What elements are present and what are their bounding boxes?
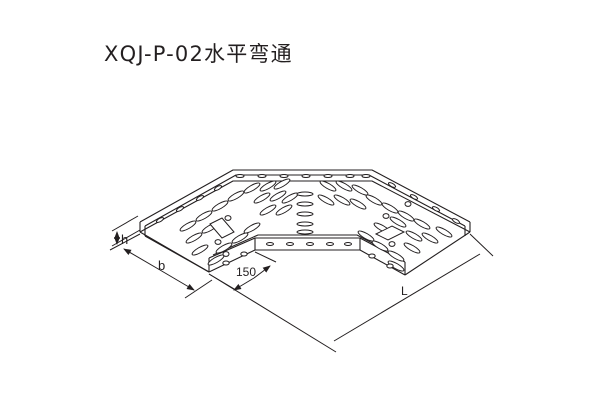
outer-wall-inner-edge [144, 174, 466, 227]
label-150: 150 [236, 265, 256, 279]
inner-wall-bottom-edge [208, 249, 406, 276]
perforation-slots [155, 174, 461, 272]
tray-bottom-outer [139, 180, 471, 233]
dimension-L [208, 233, 494, 353]
dimension-h [111, 215, 141, 247]
drawing-title: XQJ-P-02水平弯通 [104, 42, 293, 66]
label-b: b [158, 258, 165, 273]
dimension-b [109, 233, 213, 299]
right-open-end [404, 231, 471, 276]
outer-wall-top-edge [139, 169, 471, 223]
label-L: L [401, 284, 408, 298]
label-h: h [121, 232, 128, 247]
